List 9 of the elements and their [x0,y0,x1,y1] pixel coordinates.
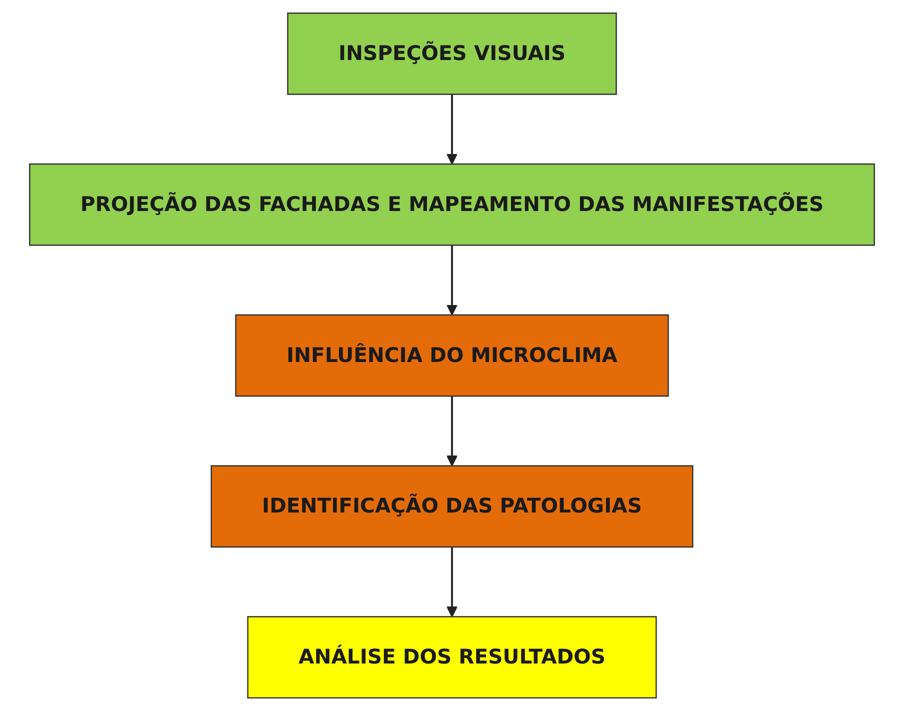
arrow [446,94,458,165]
node-box: INSPEÇÕES VISUAIS [287,12,617,95]
node-box: IDENTIFICAÇÃO DAS PATOLOGIAS [210,465,694,548]
arrow [446,245,458,316]
arrow [446,546,458,618]
node-box: PROJEÇÃO DAS FACHADAS E MAPEAMENTO DAS MANIFESTAÇÕES [29,163,875,246]
node-box: ANÁLISE DOS RESULTADOS [247,616,657,698]
node-box: INFLUÊNCIA DO MICROCLIMA [235,314,669,397]
arrow [446,396,458,466]
